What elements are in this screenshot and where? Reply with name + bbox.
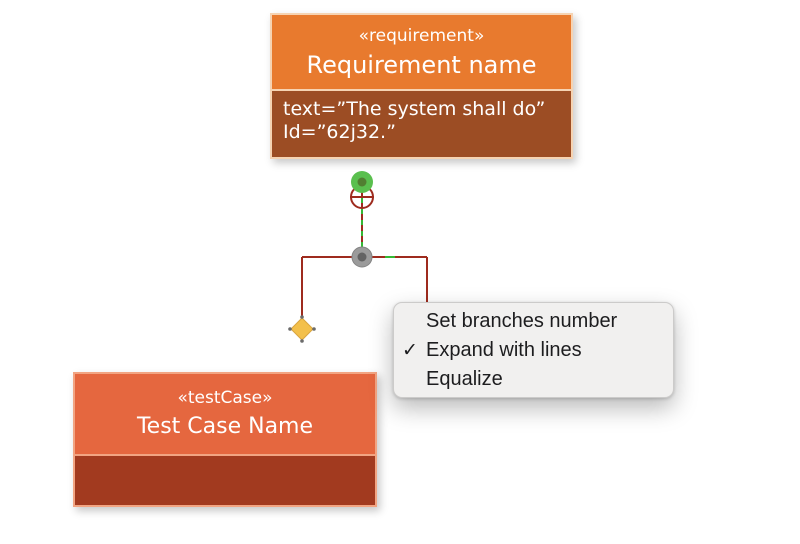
junction-handle[interactable] bbox=[351, 246, 373, 268]
checkmark-icon: ✓ bbox=[402, 340, 418, 361]
context-menu: Set branches number ✓ Expand with lines … bbox=[393, 302, 674, 398]
testcase-body bbox=[75, 454, 375, 505]
requirement-text-attribute: text=”The system shall do” bbox=[283, 98, 546, 120]
branch-end-diamond-handle[interactable] bbox=[288, 315, 316, 343]
requirement-header: «requirement» Requirement name bbox=[272, 15, 571, 89]
testcase-name: Test Case Name bbox=[136, 413, 314, 439]
menu-item-equalize[interactable]: Equalize bbox=[394, 365, 673, 394]
testcase-stereotype: «testCase» bbox=[177, 387, 273, 408]
menu-item-label: Expand with lines bbox=[426, 339, 582, 361]
requirement-id-attribute: Id=”62j32.” bbox=[283, 121, 396, 143]
glue-endpoint-handle[interactable] bbox=[351, 171, 373, 193]
requirement-stereotype: «requirement» bbox=[358, 25, 485, 46]
requirement-name: Requirement name bbox=[306, 50, 537, 79]
testcase-header: «testCase» Test Case Name bbox=[75, 374, 375, 454]
menu-item-label: Equalize bbox=[426, 368, 503, 390]
menu-item-expand-with-lines[interactable]: ✓ Expand with lines bbox=[394, 336, 673, 365]
requirement-body: text=”The system shall do” Id=”62j32.” bbox=[272, 89, 571, 157]
testcase-shape[interactable]: «testCase» Test Case Name bbox=[73, 372, 377, 507]
requirement-shape[interactable]: «requirement» Requirement name text=”The… bbox=[270, 13, 573, 159]
menu-item-label: Set branches number bbox=[426, 310, 618, 332]
menu-item-set-branches-number[interactable]: Set branches number bbox=[394, 307, 673, 336]
